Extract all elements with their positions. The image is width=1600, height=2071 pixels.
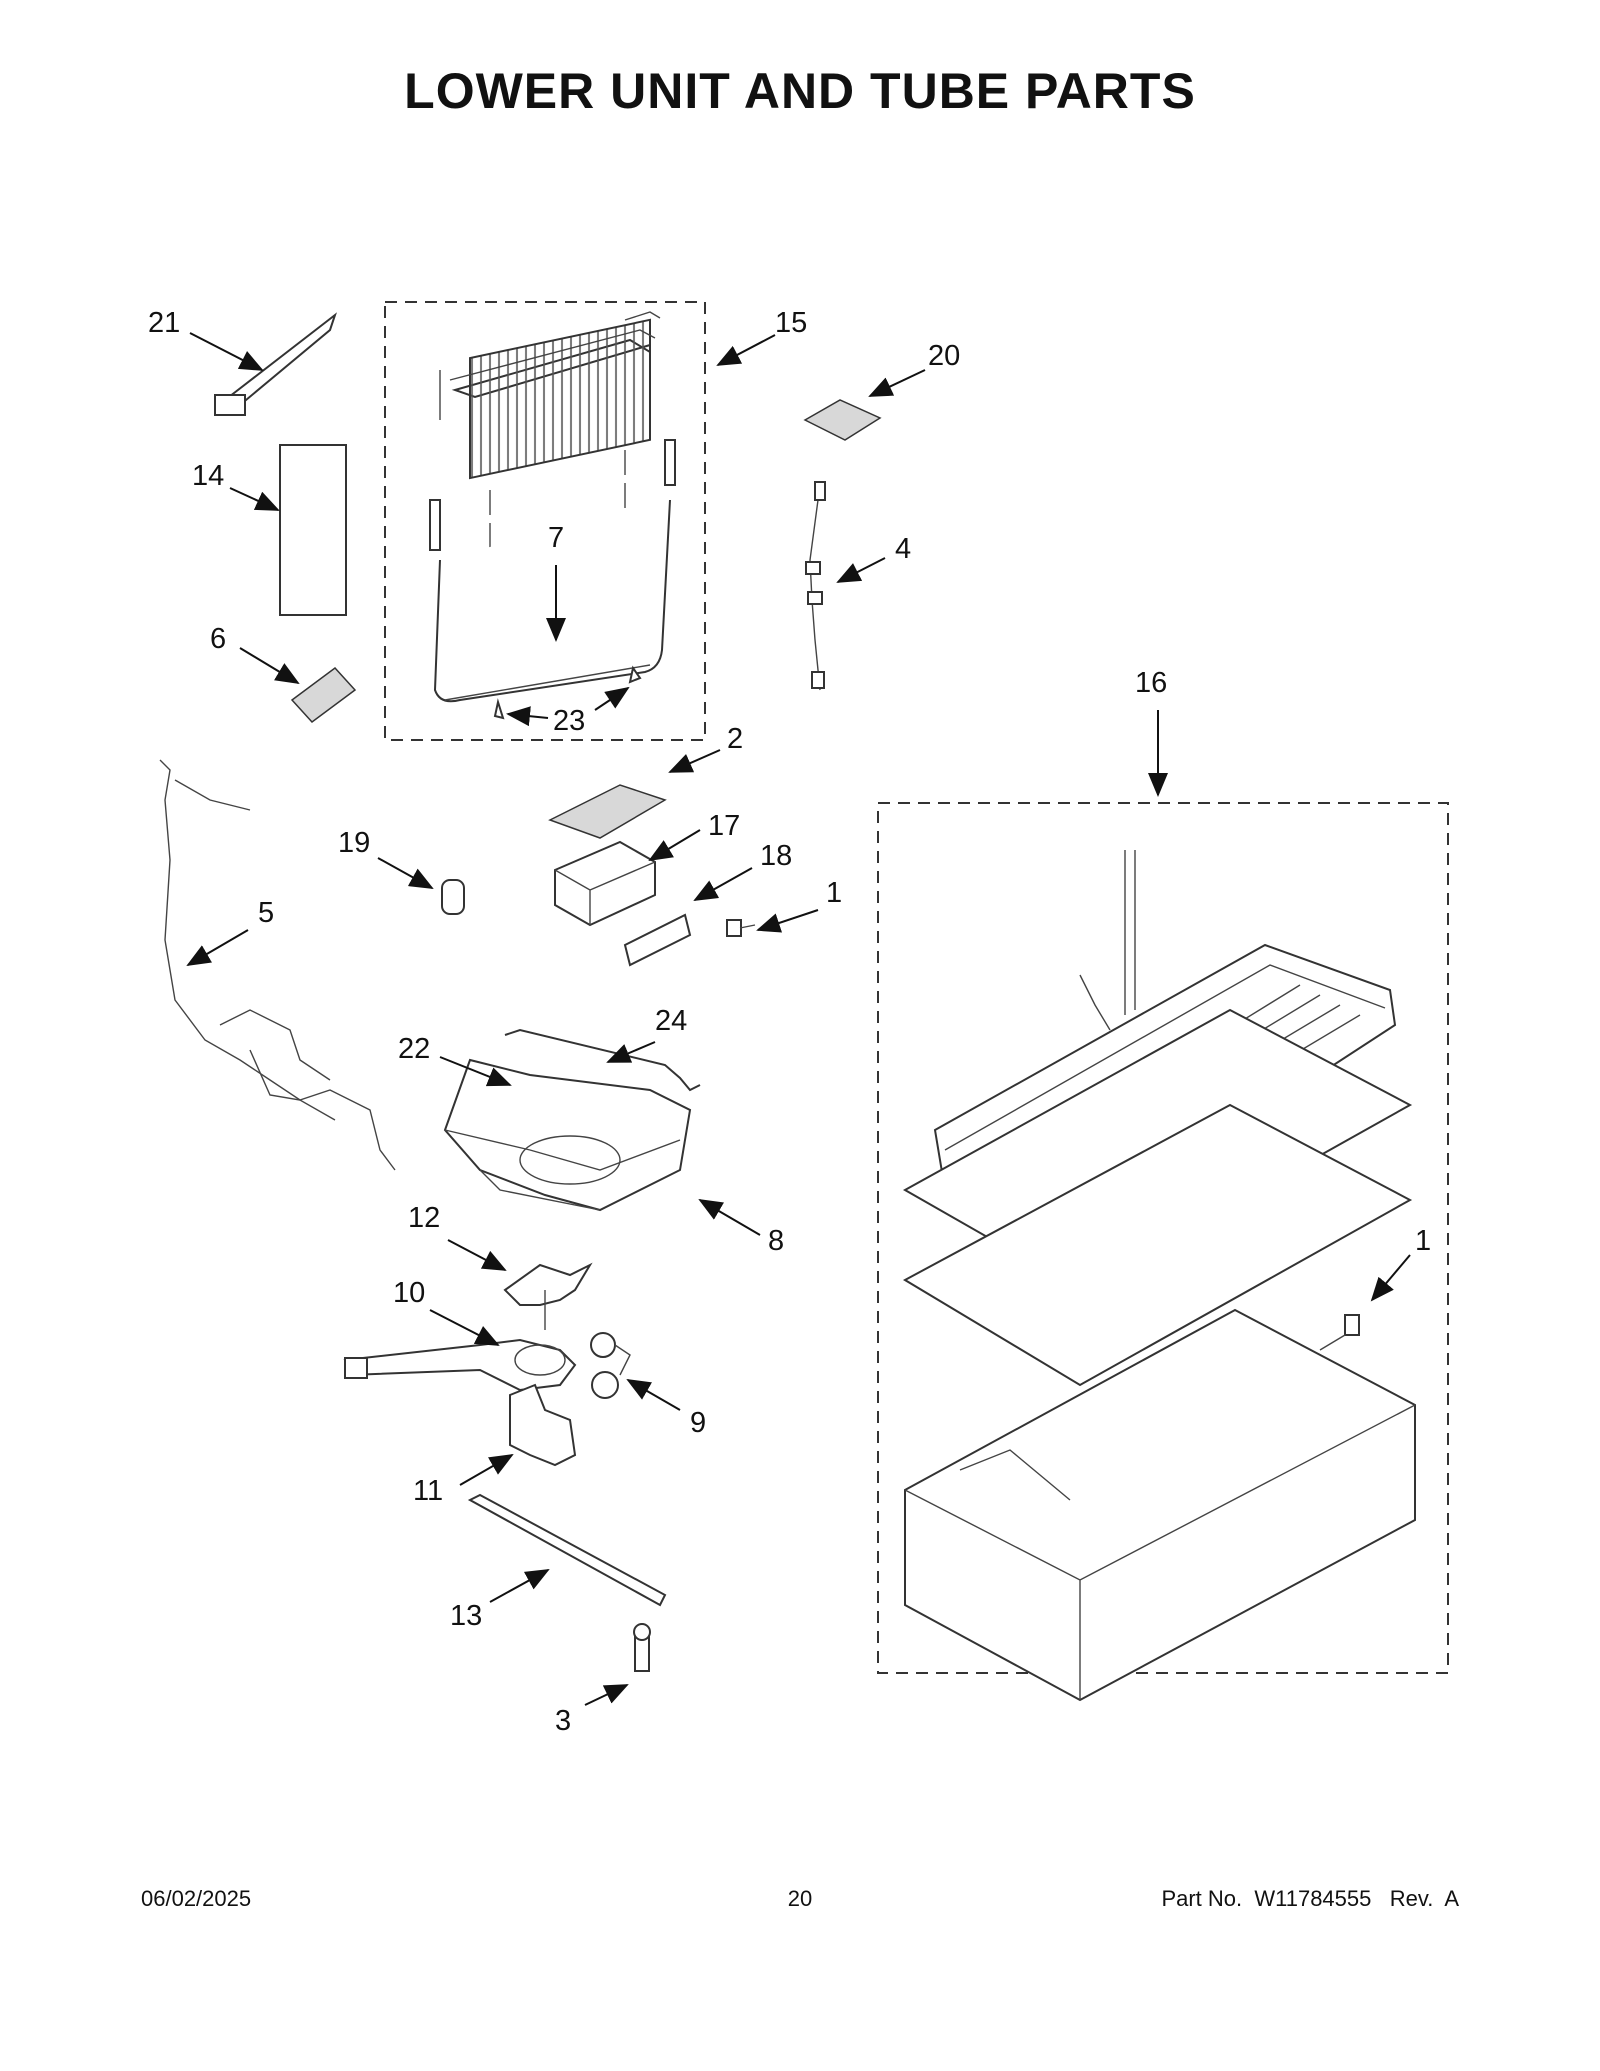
screw-3: [633, 1623, 651, 1672]
block-20: [803, 399, 882, 441]
callout-17: 17: [708, 810, 740, 842]
clip-23b: [628, 665, 642, 684]
drain-pan-assembly: [902, 850, 1416, 1702]
callout-1-right: 1: [1415, 1225, 1431, 1257]
callout-9: 9: [690, 1407, 706, 1439]
tube-24: [504, 1028, 701, 1092]
callout-14: 14: [192, 460, 224, 492]
callout-23: 23: [553, 705, 585, 737]
screw-1b: [1319, 1314, 1360, 1351]
callout-22: 22: [398, 1033, 430, 1065]
callout-24: 24: [655, 1005, 687, 1037]
footer-date: 06/02/2025: [141, 1886, 252, 1911]
callout-15: 15: [775, 307, 807, 339]
bracket-11: [509, 1383, 577, 1467]
callout-labels: 21 15 20 14 7 4 6 23 16 2 17 18 1 19 5 2…: [148, 307, 1431, 1737]
callout-8: 8: [768, 1225, 784, 1257]
callout-16: 16: [1135, 667, 1167, 699]
footer-page-number: 20: [787, 1886, 813, 1911]
callout-21: 21: [148, 307, 180, 339]
cable-tie-21: [214, 312, 337, 416]
strip-13: [467, 1493, 667, 1607]
callout-2: 2: [727, 723, 743, 755]
callout-18: 18: [760, 840, 792, 872]
callout-11: 11: [413, 1475, 443, 1507]
plate-18: [623, 913, 692, 967]
callout-19: 19: [338, 827, 370, 859]
fan-housing-8: [443, 1058, 692, 1212]
fan-blade-12: [503, 1262, 593, 1330]
assembly-16-box: [877, 802, 1449, 1674]
callout-20: 20: [928, 340, 960, 372]
housing-17: [554, 840, 656, 927]
sensor-harness-4: [805, 481, 826, 691]
pad-14: [279, 444, 347, 616]
fan-motor-10: [343, 1338, 577, 1392]
capacitor-19: [441, 879, 465, 915]
callout-13: 13: [450, 1600, 482, 1632]
callout-10: 10: [393, 1277, 425, 1309]
callout-5: 5: [258, 897, 274, 929]
component-9: [590, 1332, 631, 1399]
bracket-2: [548, 784, 667, 839]
page-title: LOWER UNIT AND TUBE PARTS: [404, 63, 1196, 119]
callout-7: 7: [548, 522, 564, 554]
screw-1a: [726, 919, 756, 937]
callout-6: 6: [210, 623, 226, 655]
clip-23a: [493, 698, 505, 720]
callout-12: 12: [408, 1202, 440, 1234]
callout-4: 4: [895, 533, 911, 565]
footer-part-number: Part No. W11784555 Rev. A: [1161, 1886, 1459, 1911]
callout-1-top: 1: [826, 877, 842, 909]
defrost-heater: [429, 439, 676, 703]
plate-6: [290, 666, 357, 724]
callout-arrows: [186, 332, 1411, 1706]
wire-harness-5: [159, 759, 396, 1171]
callout-3: 3: [555, 1705, 571, 1737]
evaporator-assembly-box: [384, 301, 706, 741]
